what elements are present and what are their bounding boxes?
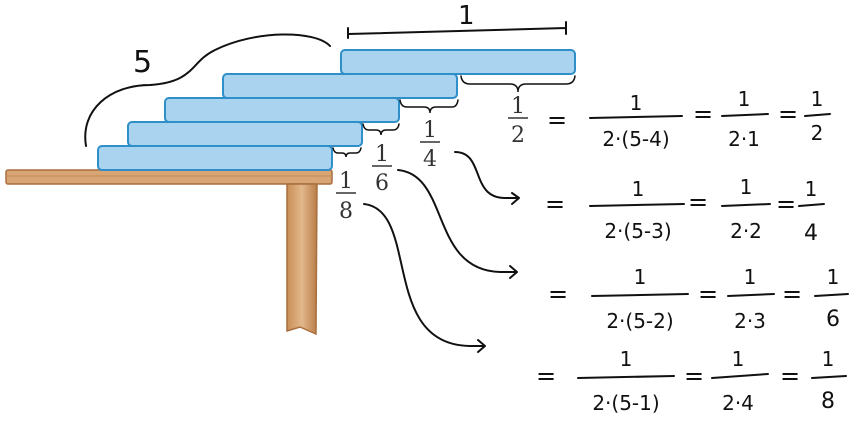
count-bracket-curve — [84, 33, 331, 147]
overhang-fraction-eighth: 1 8 — [336, 169, 356, 224]
svg-text:8: 8 — [821, 389, 835, 414]
count-label: 5 — [133, 45, 152, 80]
svg-text:1: 1 — [827, 265, 840, 289]
svg-text:2·2: 2·2 — [730, 219, 762, 243]
table-leg — [286, 183, 318, 336]
overhang-fraction-quarter: 1 4 — [420, 118, 440, 172]
svg-text:2·3: 2·3 — [734, 309, 766, 333]
svg-text:1: 1 — [822, 347, 835, 371]
block-4 — [222, 73, 458, 99]
brace-half — [460, 75, 576, 93]
svg-text:=: = — [780, 362, 800, 390]
connector-arrows — [363, 151, 520, 353]
equation-row-1: = 1 2·(5-4) = 1 2·1 = 1 2 — [547, 87, 831, 151]
arrow-quarter — [454, 151, 520, 205]
svg-text:=: = — [548, 280, 568, 308]
brace-sixth — [362, 123, 400, 136]
overhang-fraction-half: 1 2 — [508, 94, 528, 148]
svg-text:2·(5-1): 2·(5-1) — [592, 391, 659, 415]
svg-text:=: = — [545, 190, 565, 218]
svg-text:=: = — [693, 100, 713, 128]
svg-text:=: = — [547, 106, 567, 134]
svg-text:=: = — [536, 362, 556, 390]
svg-text:1: 1 — [811, 87, 824, 111]
svg-text:2·4: 2·4 — [722, 391, 754, 415]
svg-text:=: = — [782, 280, 802, 308]
svg-text:2: 2 — [811, 121, 824, 145]
svg-text:1: 1 — [634, 265, 647, 289]
equation-row-4: = 1 2·(5-1) = 1 2·4 = 1 8 — [536, 347, 847, 415]
svg-text:6: 6 — [375, 171, 389, 196]
svg-text:1: 1 — [630, 91, 643, 115]
svg-text:1: 1 — [744, 265, 757, 289]
svg-text:=: = — [776, 190, 796, 218]
svg-text:=: = — [684, 362, 704, 390]
svg-text:2: 2 — [511, 123, 525, 148]
svg-text:1: 1 — [732, 347, 745, 371]
svg-text:1: 1 — [511, 94, 525, 119]
svg-text:1: 1 — [632, 177, 645, 201]
svg-text:1: 1 — [740, 175, 753, 199]
overhang-fraction-sixth: 1 6 — [372, 142, 392, 196]
svg-text:1: 1 — [738, 87, 751, 111]
block-3 — [164, 97, 400, 123]
svg-text:1: 1 — [375, 142, 389, 167]
top-length-label: 1 — [458, 1, 475, 31]
block-1 — [97, 145, 333, 171]
svg-text:=: = — [688, 188, 708, 216]
svg-text:2·(5-2): 2·(5-2) — [606, 309, 673, 333]
svg-text:=: = — [778, 100, 798, 128]
svg-text:4: 4 — [423, 147, 437, 172]
block-2 — [127, 121, 363, 147]
svg-text:4: 4 — [804, 221, 818, 246]
svg-text:1: 1 — [423, 118, 437, 143]
svg-text:1: 1 — [620, 347, 633, 371]
svg-text:2·1: 2·1 — [728, 127, 760, 151]
svg-text:2·(5-3): 2·(5-3) — [604, 219, 671, 243]
equation-row-2: = 1 2·(5-3) = 1 2·2 = 1 4 — [545, 175, 825, 246]
equation-row-3: = 1 2·(5-2) = 1 2·3 = 1 6 — [548, 265, 849, 333]
svg-text:1: 1 — [339, 169, 353, 194]
svg-text:8: 8 — [339, 199, 353, 224]
table — [5, 169, 333, 336]
block-5 — [340, 49, 576, 75]
arrow-eighth — [363, 203, 486, 353]
block-stack — [97, 49, 576, 171]
svg-text:6: 6 — [826, 307, 840, 332]
svg-text:=: = — [698, 280, 718, 308]
table-top — [5, 169, 333, 185]
top-length-bracket — [347, 21, 567, 39]
count-annotation — [84, 33, 331, 147]
brace-quarter — [399, 99, 459, 114]
overhang-braces — [332, 75, 576, 158]
arrow-sixth — [397, 169, 518, 279]
svg-text:1: 1 — [805, 177, 818, 201]
brace-eighth — [332, 147, 362, 158]
svg-text:2·(5-4): 2·(5-4) — [602, 127, 669, 151]
